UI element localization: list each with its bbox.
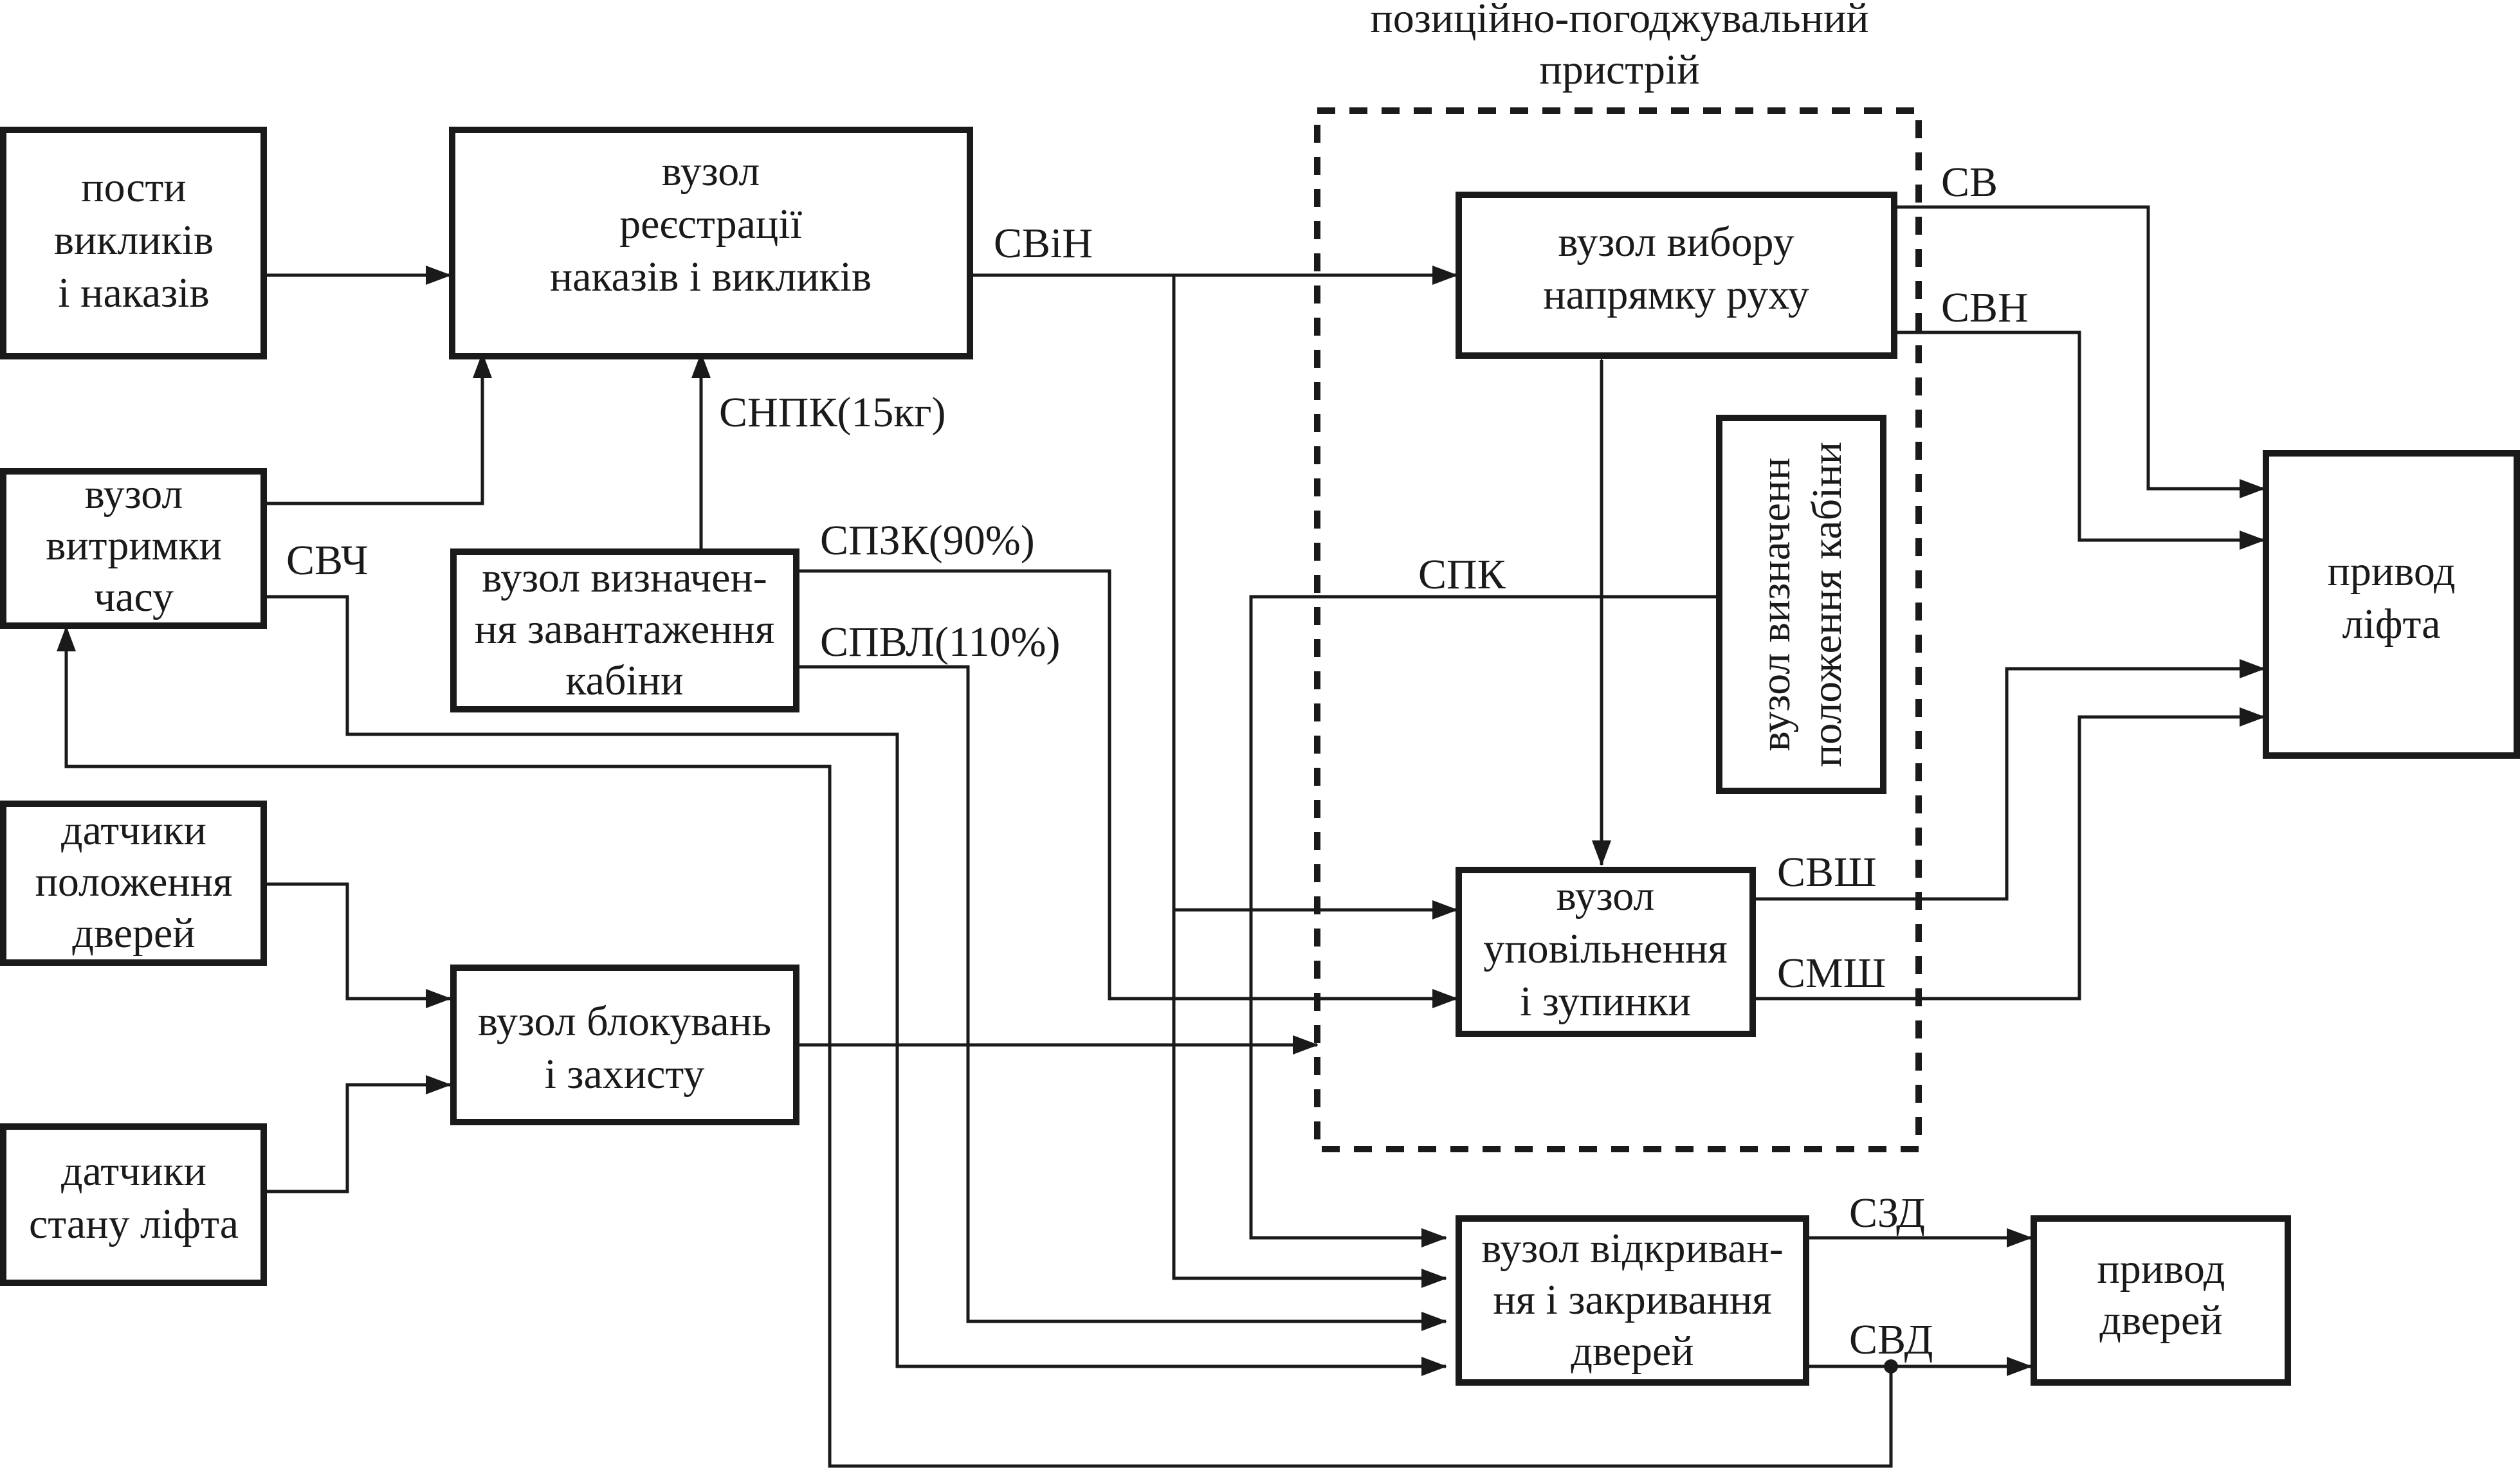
block-timer-line-3: часу (94, 574, 174, 621)
block-position-line-2: положення кабіни (1803, 442, 1850, 767)
positioning-device-frame (1314, 107, 1922, 1152)
label-svch: СВЧ (286, 537, 369, 584)
block-slowdown: вузол уповільнення і зупинки (1456, 867, 1756, 1037)
block-door-sensors-line-3: дверей (72, 910, 195, 957)
label-sv: СВ (1941, 159, 1998, 206)
wire-svd-feedback (57, 626, 1893, 1468)
block-blocking: вузол блокувань і захисту (450, 965, 799, 1125)
wire-svn (1896, 331, 2265, 550)
group-title-line-1: позиційно-погоджувальний (1370, 0, 1868, 42)
wire-spzk (798, 569, 1458, 1008)
block-doors-ctrl: вузол відкриван- ня і закривання дверей (1456, 1215, 1809, 1386)
block-registration-line-3: наказів і викликів (550, 253, 872, 300)
block-doors-ctrl-line-2: ня і закривання (1493, 1276, 1771, 1323)
label-spk: СПК (1418, 551, 1506, 598)
wire-smsh (1755, 707, 2265, 1001)
block-direction-frame (1456, 192, 1897, 359)
block-door-sensors: датчики положення дверей (0, 801, 267, 966)
block-slowdown-line-2: уповільнення (1483, 925, 1727, 972)
block-direction: вузол вибору напрямку руху (1456, 192, 1897, 359)
wire-spvl (798, 665, 1447, 1331)
block-position-frame (1716, 415, 1886, 794)
block-door-sensors-line-1: датчики (61, 807, 206, 854)
label-szd: СЗД (1849, 1190, 1925, 1237)
block-load-line-1: вузол визначен- (482, 554, 767, 601)
block-doors-ctrl-line-1: вузол відкриван- (1481, 1225, 1784, 1272)
block-door-sensors-frame (0, 801, 267, 966)
block-door-drive: привод дверей (2031, 1215, 2291, 1386)
block-timer: вузол витримки часу (0, 468, 267, 629)
block-slowdown-line-1: вузол (1557, 873, 1655, 920)
block-state-sensors: датчики стану ліфта (0, 1123, 267, 1286)
group-title-line-2: пристрій (1539, 46, 1699, 93)
block-registration: вузол реєстрації наказів і викликів (449, 127, 973, 359)
block-door-sensors-line-2: положення (35, 858, 233, 905)
block-lift-drive: привод ліфта (2263, 450, 2520, 759)
label-svin: СВіН (994, 220, 1093, 267)
block-direction-line-1: вузол вибору (1558, 219, 1794, 266)
wire-sv (1896, 205, 2265, 498)
block-calls-line-3: і наказів (58, 269, 209, 316)
block-doors-ctrl-frame (1456, 1215, 1809, 1386)
wire-door-sensors-to-blocking (266, 882, 452, 1008)
label-snpk: СНПК(15кг) (719, 389, 945, 436)
block-load-frame (450, 548, 799, 712)
block-load-line-2: ня завантаження (475, 606, 774, 653)
wire-spk (1249, 595, 1717, 1247)
block-door-drive-frame (2031, 1215, 2291, 1386)
label-smsh: СМШ (1777, 950, 1886, 997)
block-door-drive-line-1: привод (2097, 1246, 2225, 1292)
block-blocking-frame (450, 965, 799, 1125)
block-slowdown-line-3: і зупинки (1520, 978, 1691, 1025)
block-timer-line-2: витримки (46, 522, 222, 569)
wire-svsh (1755, 659, 2265, 901)
block-calls-line-1: пости (81, 164, 186, 211)
block-load-line-3: кабіни (566, 657, 684, 704)
label-svd: СВД (1849, 1316, 1933, 1363)
block-calls-frame (0, 127, 267, 359)
block-direction-line-2: напрямку руху (1543, 271, 1809, 318)
block-calls: пости викликів і наказів (0, 127, 267, 359)
wire-timer-to-registration (266, 352, 492, 505)
connection-wires (57, 205, 2265, 1468)
block-doors-ctrl-line-3: дверей (1571, 1328, 1694, 1375)
wire-state-sensors-to-blocking (266, 1075, 452, 1193)
signal-labels: СВіН СНПК(15кг) СПЗК(90%) СПВЛ(110%) СВЧ… (286, 159, 2029, 1363)
block-lift-drive-line-1: привод (2327, 548, 2455, 595)
wire-svch (266, 595, 1447, 1376)
block-registration-line-2: реєстрації (619, 201, 803, 248)
label-svn: СВН (1941, 284, 2029, 331)
block-blocking-line-1: вузол блокувань (478, 998, 771, 1045)
block-blocking-line-2: і захисту (545, 1051, 705, 1098)
label-svsh: СВШ (1777, 849, 1877, 896)
label-spvl: СПВЛ(110%) (820, 619, 1060, 666)
block-calls-line-2: викликів (54, 217, 214, 264)
block-registration-line-1: вузол (662, 148, 760, 195)
block-registration-frame (449, 127, 973, 359)
block-load: вузол визначен- ня завантаження кабіни (450, 548, 799, 712)
block-lift-drive-frame (2263, 450, 2520, 759)
block-slowdown-frame (1456, 867, 1756, 1037)
wire-svin-branch (1172, 275, 1447, 1288)
block-door-drive-line-2: дверей (2099, 1297, 2222, 1344)
block-state-sensors-frame (0, 1123, 267, 1286)
block-lift-drive-line-2: ліфта (2342, 601, 2441, 648)
block-timer-line-1: вузол (85, 471, 183, 518)
label-spzk: СПЗК(90%) (820, 517, 1035, 564)
block-position: вузол визначенн положення кабіни (1716, 415, 1886, 794)
block-position-line-1: вузол визначенн (1752, 458, 1799, 752)
block-timer-frame (0, 468, 267, 629)
block-state-sensors-line-2: стану ліфта (29, 1201, 239, 1247)
block-state-sensors-line-1: датчики (61, 1148, 206, 1195)
